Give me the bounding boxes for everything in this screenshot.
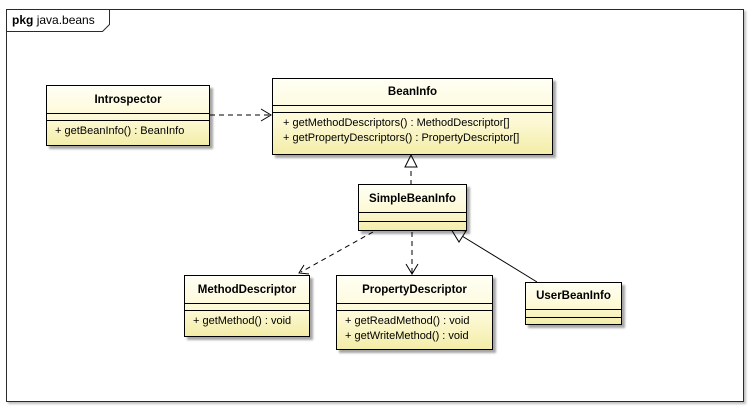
attributes-compartment xyxy=(526,310,621,318)
attributes-compartment xyxy=(337,304,492,311)
dependency-arrowhead-beaninfo xyxy=(260,108,272,122)
dependency-arrowhead-methoddescriptor xyxy=(298,264,310,275)
attributes-compartment xyxy=(273,106,552,113)
operation: + getReadMethod() : void xyxy=(345,315,470,327)
attributes-compartment xyxy=(359,213,466,222)
generalization-userbeaninfo-simplebeaninfo xyxy=(461,235,538,283)
class-methoddescriptor[interactable]: MethodDescriptor + getMethod() : void xyxy=(184,275,310,337)
realization-arrowhead xyxy=(404,153,418,168)
class-introspector[interactable]: Introspector + getBeanInfo() : BeanInfo xyxy=(46,85,210,146)
dependency-arrowhead-propertydescriptor xyxy=(405,263,419,275)
operations-compartment xyxy=(526,318,621,324)
operation: + getPropertyDescriptors() : PropertyDes… xyxy=(283,132,520,144)
operation: + getMethod() : void xyxy=(193,315,292,327)
package-tab-outline xyxy=(6,9,110,32)
class-userbeaninfo[interactable]: UserBeanInfo xyxy=(525,282,622,325)
attributes-compartment xyxy=(47,114,209,121)
operations-compartment xyxy=(359,222,466,230)
operations-compartment: + getMethod() : void xyxy=(185,311,309,329)
class-name: BeanInfo xyxy=(273,79,552,106)
dependency-simplebeaninfo-methoddescriptor xyxy=(300,231,374,273)
operation: + getBeanInfo() : BeanInfo xyxy=(55,125,185,137)
class-name: UserBeanInfo xyxy=(526,283,621,310)
class-simplebeaninfo[interactable]: SimpleBeanInfo xyxy=(358,184,467,231)
package-keyword: pkg xyxy=(12,13,34,27)
attributes-compartment xyxy=(185,304,309,311)
operation: + getWriteMethod() : void xyxy=(345,330,469,342)
class-propertydescriptor[interactable]: PropertyDescriptor + getReadMethod() : v… xyxy=(336,275,493,350)
class-name: Introspector xyxy=(47,86,209,114)
class-name: PropertyDescriptor xyxy=(337,276,492,304)
class-name: MethodDescriptor xyxy=(185,276,309,304)
package-tab: pkg java.beans xyxy=(6,9,108,31)
operations-compartment: + getBeanInfo() : BeanInfo xyxy=(47,121,209,139)
operations-compartment: + getMethodDescriptors() : MethodDescrip… xyxy=(273,113,552,146)
operation: + getMethodDescriptors() : MethodDescrip… xyxy=(283,117,510,129)
operations-compartment: + getReadMethod() : void + getWriteMetho… xyxy=(337,311,492,344)
class-name: SimpleBeanInfo xyxy=(359,185,466,213)
package-name: java.beans xyxy=(36,13,95,27)
class-beaninfo[interactable]: BeanInfo + getMethodDescriptors() : Meth… xyxy=(272,78,553,155)
